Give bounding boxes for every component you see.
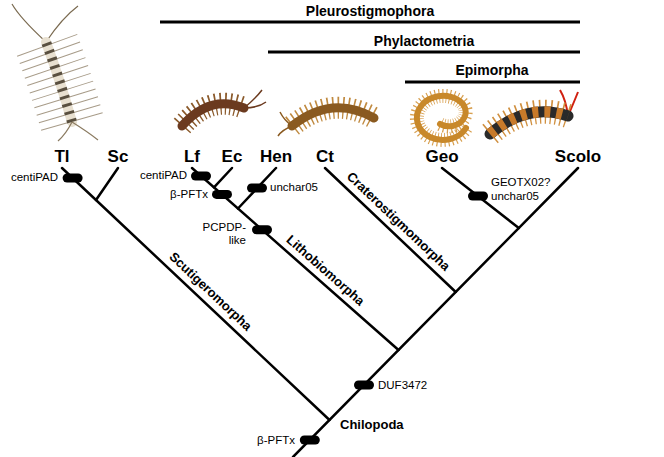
taxon-label: Lf bbox=[184, 147, 200, 167]
gene-label: unchar05 bbox=[491, 190, 539, 203]
clade-bar bbox=[268, 51, 580, 54]
clade-label: Pleurostigmophora bbox=[306, 3, 434, 19]
gene-label: β-PFTx bbox=[170, 188, 208, 201]
branch-label: Chilopoda bbox=[340, 418, 404, 433]
tree-branch bbox=[214, 168, 232, 187]
gene-marker bbox=[354, 381, 374, 390]
branch-label: Scutigeromorpha bbox=[165, 250, 254, 335]
gene-marker bbox=[212, 190, 232, 199]
clade-label: Epimorpha bbox=[455, 62, 528, 78]
branch-label: Craterostigmomorpha bbox=[343, 170, 452, 275]
scolopendra-figure bbox=[490, 90, 578, 134]
taxon-label: Geo bbox=[425, 147, 458, 167]
gene-label: centiPAD bbox=[11, 171, 58, 184]
tree-branch bbox=[96, 168, 118, 200]
taxon-label: Ct bbox=[316, 147, 334, 167]
gene-marker bbox=[252, 225, 272, 234]
gene-marker bbox=[468, 192, 488, 201]
taxon-label: Scolo bbox=[555, 147, 601, 167]
taxon-label: Hen bbox=[260, 147, 292, 167]
gene-marker bbox=[247, 184, 267, 193]
gene-label: PCPDP-like bbox=[196, 221, 246, 247]
tree-branch bbox=[325, 168, 456, 292]
branch-label: Lithobiomorpha bbox=[283, 233, 367, 310]
geophilus-figure bbox=[417, 96, 466, 140]
clade-bar bbox=[405, 81, 580, 84]
clade-label: Phylactometria bbox=[374, 33, 474, 49]
lithobius-figure bbox=[182, 90, 266, 126]
gene-label: β-PFTx bbox=[257, 434, 295, 447]
tree-branch bbox=[62, 168, 330, 420]
house-centipede-figure bbox=[12, 4, 98, 141]
gene-label: DUF3472 bbox=[378, 379, 427, 392]
tree-branch bbox=[293, 168, 578, 457]
gene-marker bbox=[191, 172, 211, 181]
taxon-label: Tl bbox=[54, 147, 69, 167]
gene-marker bbox=[300, 436, 320, 445]
gene-label: GEOTX02? bbox=[491, 176, 550, 189]
gene-marker bbox=[63, 174, 83, 183]
clade-bar bbox=[160, 21, 580, 24]
gene-label: unchar05 bbox=[270, 181, 318, 194]
taxon-label: Ec bbox=[222, 147, 243, 167]
craterostigmus-figure bbox=[278, 108, 374, 136]
gene-label: centiPAD bbox=[140, 169, 187, 182]
taxon-label: Sc bbox=[108, 147, 129, 167]
